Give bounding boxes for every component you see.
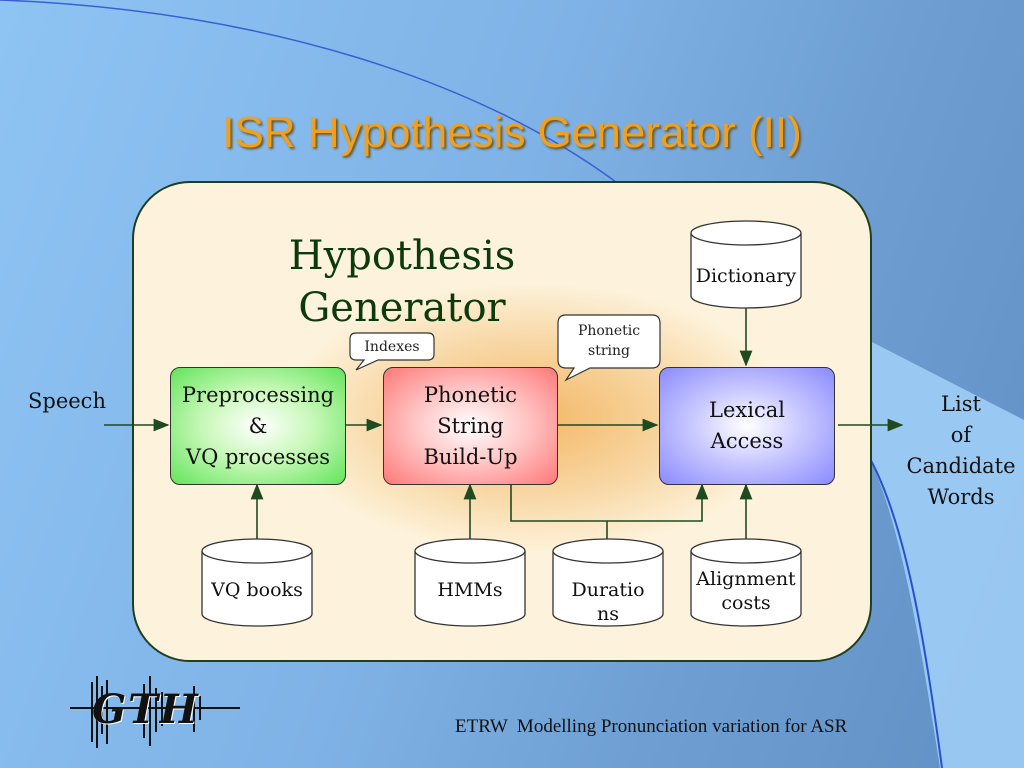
preprocessing-box: Preprocessing & VQ processes bbox=[170, 367, 346, 485]
alignment-costs-label: Alignment costs bbox=[696, 568, 796, 614]
vq-books-label: VQ books bbox=[211, 579, 303, 601]
vq-books-database-icon bbox=[201, 538, 313, 627]
durations-database-icon bbox=[552, 538, 664, 627]
slide-footer: ETRW Modelling Pronunciation variation f… bbox=[455, 716, 848, 737]
hmms-label: HMMs bbox=[437, 579, 503, 601]
lexical-access-box: Lexical Access bbox=[659, 367, 835, 485]
logo-lettering: GTH bbox=[92, 686, 200, 733]
slide-title: ISR Hypothesis Generator (II) bbox=[222, 108, 802, 157]
waveform-icon bbox=[70, 676, 240, 748]
durations-label: Duratio ns bbox=[571, 579, 645, 625]
phonetic-string-buildup-box: Phonetic String Build-Up bbox=[383, 367, 558, 485]
preprocessing-label: Preprocessing & VQ processes bbox=[181, 382, 335, 469]
dictionary-label: Dictionary bbox=[695, 265, 797, 287]
phonetic-string-callout-bubble bbox=[557, 314, 661, 382]
panel-heading: Hypothesis Generator bbox=[288, 233, 516, 331]
candidate-words-output-label: List of Candidate Words bbox=[906, 392, 1016, 509]
durations-connector bbox=[504, 470, 709, 522]
hmms-database-icon bbox=[414, 538, 526, 627]
indexes-callout: Indexes bbox=[364, 339, 420, 355]
lexical-access-label: Lexical Access bbox=[709, 398, 785, 453]
phonetic-string-callout: Phonetic string bbox=[577, 323, 641, 359]
phonetic-string-buildup-label: Phonetic String Build-Up bbox=[423, 382, 518, 469]
alignment-costs-database-icon bbox=[690, 538, 802, 627]
indexes-callout-bubble bbox=[349, 332, 435, 371]
speech-input-label: Speech bbox=[28, 389, 106, 413]
dictionary-database-icon bbox=[690, 220, 802, 309]
gth-logo: GTH bbox=[70, 672, 240, 752]
